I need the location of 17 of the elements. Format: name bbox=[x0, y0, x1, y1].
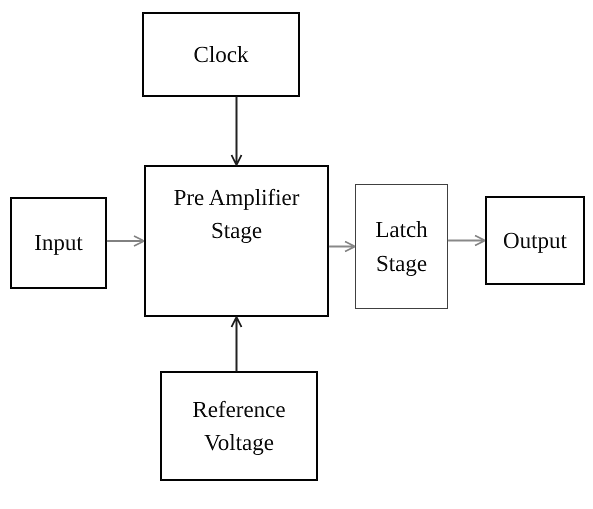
block-box bbox=[485, 196, 585, 285]
block-box bbox=[142, 12, 300, 97]
block-label: Clock bbox=[194, 40, 248, 69]
arrow bbox=[107, 235, 145, 247]
block-label: Latch Stage bbox=[374, 216, 429, 278]
arrow bbox=[230, 316, 242, 371]
block-box bbox=[10, 197, 107, 289]
block-label: Input bbox=[34, 229, 83, 258]
block-box bbox=[355, 184, 448, 309]
arrow bbox=[230, 97, 242, 166]
block-box bbox=[144, 165, 329, 317]
block-label: Pre Amplifier Stage bbox=[172, 184, 300, 246]
block-label: Output bbox=[503, 226, 567, 255]
arrow bbox=[329, 240, 356, 252]
block-label: Reference Voltage bbox=[191, 396, 287, 457]
arrow bbox=[448, 234, 486, 246]
block-box bbox=[160, 371, 318, 481]
